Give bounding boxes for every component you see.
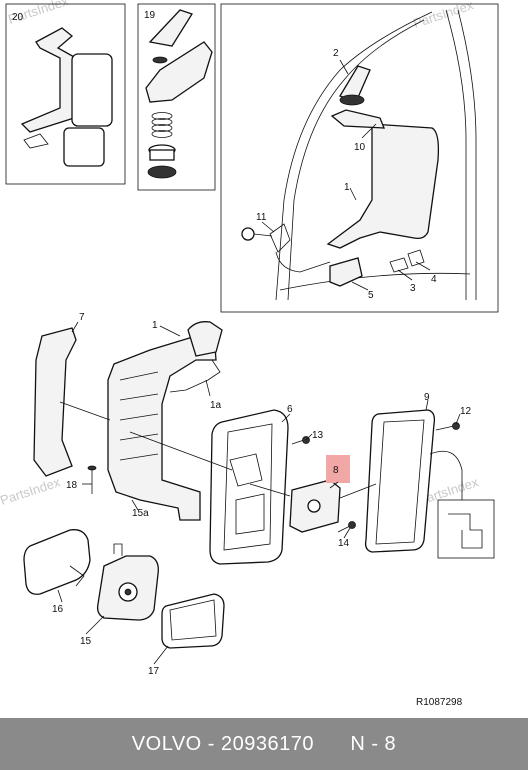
- footer-separator: -: [201, 732, 222, 755]
- callout-5[interactable]: 5: [368, 290, 374, 301]
- footer-gap: [314, 733, 350, 756]
- footer-brand: VOLVO: [131, 732, 202, 755]
- callout-4[interactable]: 4: [431, 274, 437, 285]
- callout-15[interactable]: 15: [80, 636, 92, 647]
- callout-18[interactable]: 18: [66, 480, 78, 491]
- exploded-parts-diagram: PartsIndex PartsIndex PartsIndex PartsIn…: [0, 0, 499, 708]
- callout-14[interactable]: 14: [338, 538, 350, 549]
- inset-box-cab: 2 10 1 11 4 3 5: [220, 3, 499, 313]
- inset-box-19: 19: [137, 3, 216, 191]
- callout-13[interactable]: 13: [312, 430, 324, 441]
- main-exploded-view: 7 1 1a 9 6 12 13 8 18 15a 14 16 15 17: [23, 312, 495, 677]
- callout-1-top[interactable]: 1: [344, 182, 350, 193]
- callout-2[interactable]: 2: [333, 48, 339, 59]
- callout-19[interactable]: 19: [144, 10, 156, 21]
- callout-17[interactable]: 17: [148, 666, 160, 677]
- watermark: PartsIndex: [0, 474, 63, 508]
- callout-1a[interactable]: 1a: [210, 400, 222, 411]
- callout-11[interactable]: 11: [256, 212, 267, 223]
- callout-6[interactable]: 6: [287, 404, 293, 415]
- callout-3[interactable]: 3: [410, 283, 416, 294]
- watermark: PartsIndex: [411, 0, 475, 31]
- footer-part-number: 20936170: [221, 732, 314, 755]
- footer-bar: VOLVO - 20936170 N - 8: [0, 718, 528, 770]
- callout-20[interactable]: 20: [12, 12, 24, 23]
- footer-position: N - 8: [350, 732, 397, 755]
- callout-10[interactable]: 10: [354, 142, 366, 153]
- callout-15a[interactable]: 15a: [132, 508, 149, 519]
- callout-7[interactable]: 7: [79, 312, 85, 323]
- callout-12[interactable]: 12: [460, 406, 472, 417]
- reference-code: R1087298: [416, 697, 463, 708]
- callout-1-main[interactable]: 1: [152, 320, 158, 331]
- highlight-box: [326, 455, 350, 483]
- callout-16[interactable]: 16: [52, 604, 64, 615]
- spring-icon: [151, 112, 173, 138]
- inset-box-20: 20: [5, 3, 126, 185]
- callout-8[interactable]: 8: [333, 465, 339, 476]
- callout-9[interactable]: 9: [424, 392, 430, 403]
